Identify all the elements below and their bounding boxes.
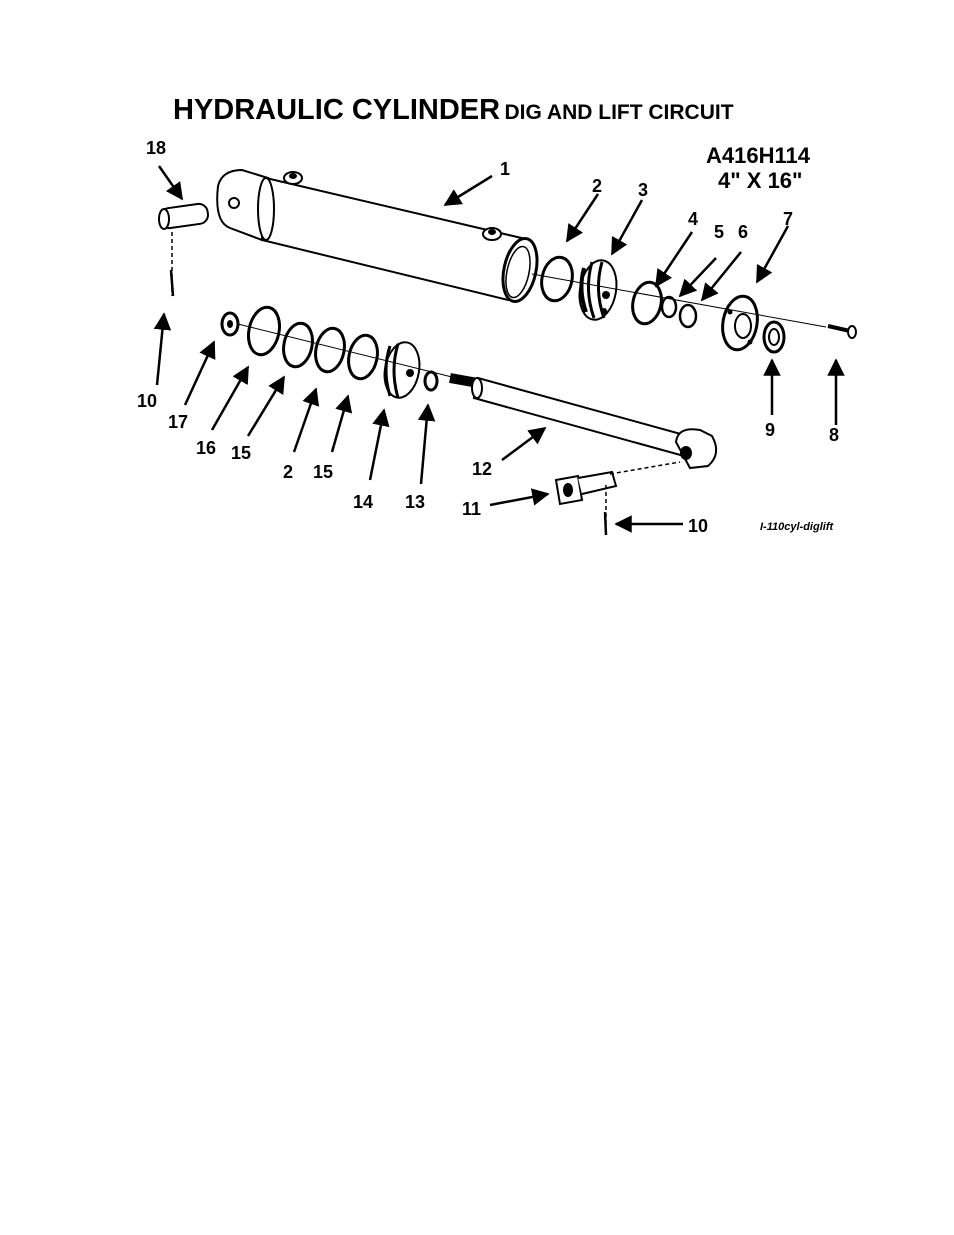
assembly-axis — [237, 273, 827, 379]
part-pin-11 — [554, 461, 681, 506]
part-bolt-8 — [827, 324, 857, 339]
callout-labels: 1 2 3 4 5 6 7 8 9 10 17 16 15 2 15 14 13… — [137, 138, 839, 536]
callout-2-bottom: 2 — [283, 462, 293, 482]
figure-id: I-110cyl-diglift — [760, 521, 834, 533]
part-ring-15b — [347, 333, 379, 381]
callout-1: 1 — [500, 159, 510, 179]
callout-15b: 15 — [313, 462, 333, 482]
callout-14: 14 — [353, 492, 373, 512]
part-ring-15a — [282, 321, 314, 369]
callout-4: 4 — [688, 209, 698, 229]
callout-12: 12 — [472, 459, 492, 479]
leader-arrows — [153, 165, 845, 533]
callout-15a: 15 — [231, 443, 251, 463]
part-ring-6 — [678, 303, 698, 329]
callout-2-top: 2 — [592, 176, 602, 196]
part-ring-4 — [631, 280, 663, 326]
title-main: HYDRAULIC CYLINDER — [173, 94, 501, 126]
title-sub: DIG AND LIFT CIRCUIT — [504, 101, 734, 124]
callout-5: 5 — [714, 222, 724, 242]
diagram-title: HYDRAULIC CYLINDER DIG AND LIFT CIRCUIT — [173, 94, 734, 127]
callout-8: 8 — [829, 425, 839, 445]
callout-13: 13 — [405, 492, 425, 512]
callout-18: 18 — [146, 138, 166, 158]
part-ring-2-bottom — [314, 326, 346, 374]
part-pin-18 — [158, 202, 209, 230]
part-nut-17 — [220, 311, 240, 337]
callout-6: 6 — [738, 222, 748, 242]
part-wiper-9 — [762, 320, 786, 354]
callout-7: 7 — [783, 209, 793, 229]
cylinder-size: 4" X 16" — [718, 168, 803, 193]
callout-16: 16 — [196, 438, 216, 458]
part-ring-5 — [660, 295, 678, 319]
callout-10-top: 10 — [137, 391, 157, 411]
callout-10-bottom: 10 — [688, 516, 708, 536]
part-rod-12 — [449, 373, 718, 470]
part-gland-7 — [721, 294, 759, 352]
callout-9: 9 — [765, 420, 775, 440]
callout-17: 17 — [168, 412, 188, 432]
part-cotter-10-bottom — [603, 485, 608, 536]
part-cotter-10-top — [169, 232, 175, 297]
part-oring-13 — [423, 370, 439, 392]
model-number: A416H114 — [706, 143, 810, 168]
part-piston-14 — [383, 341, 421, 399]
part-ring-16 — [247, 305, 281, 357]
callout-11: 11 — [462, 499, 481, 519]
part-barrel-1 — [216, 168, 539, 303]
part-piston-3 — [578, 259, 618, 321]
callout-3: 3 — [638, 180, 648, 200]
